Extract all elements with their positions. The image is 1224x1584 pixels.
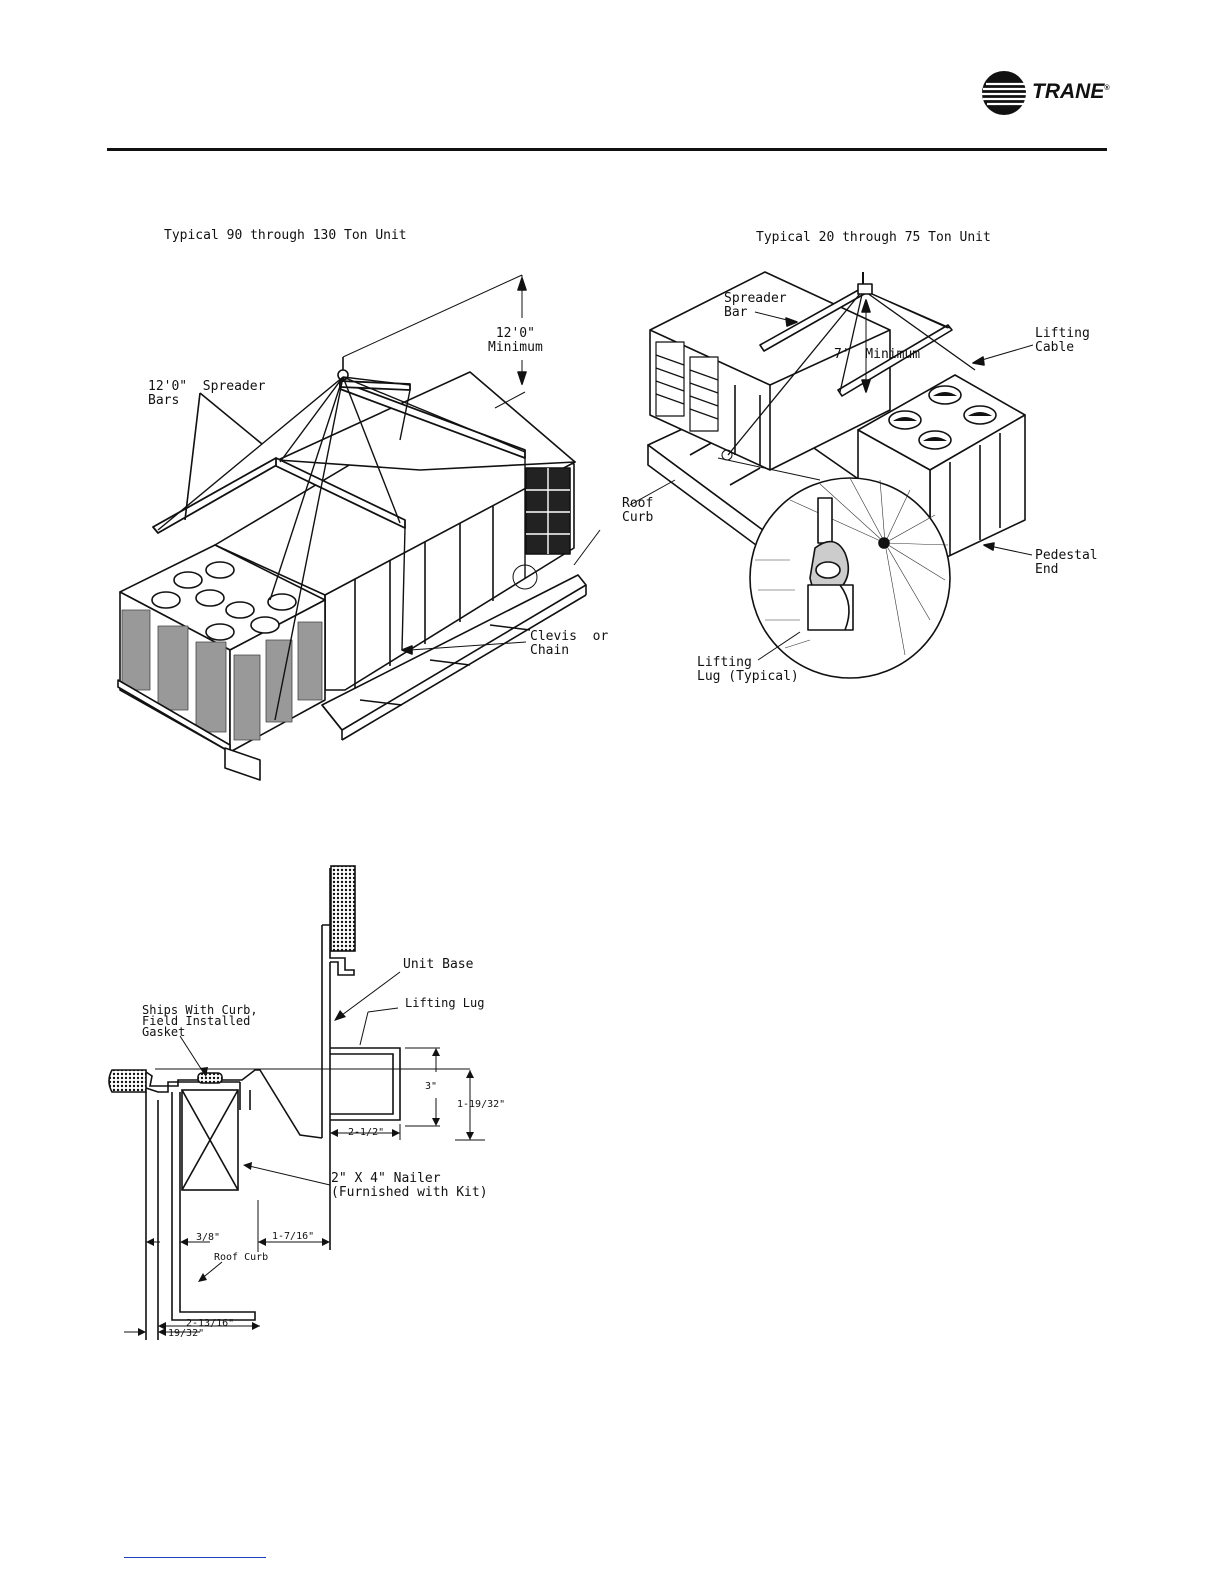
label-lifting-lug: Lifting Lug	[405, 996, 485, 1010]
label-lifting-lug-typical: Lifting Lug (Typical)	[697, 655, 799, 684]
label-lifting-cable: Lifting Cable	[1035, 326, 1090, 355]
brand-name: TRANE®	[1032, 80, 1110, 103]
dim-19-32: 19/32"	[168, 1328, 205, 1339]
dim-1-19-32: 1-19/32"	[457, 1099, 506, 1110]
label-nailer: 2" X 4" Nailer (Furnished with Kit)	[331, 1171, 488, 1200]
header-rule	[107, 148, 1107, 151]
label-12-minimum: 12'0" Minimum	[488, 326, 543, 355]
label-clevis-chain: Clevis or Chain	[530, 629, 609, 658]
label-7-minimum: 7' Minimum	[834, 347, 921, 362]
trane-logo-icon	[982, 71, 1028, 115]
rigging-illustration	[117, 271, 1034, 781]
dim-2-13-16: 2-13/16"	[186, 1318, 235, 1329]
label-ships-with-curb: Ships With Curb, Field Installed Gasket	[142, 1003, 258, 1039]
label-unit-base: Unit Base	[403, 957, 474, 972]
label-roof-curb-top: Roof Curb	[622, 496, 654, 525]
left-unit-caption: Typical 90 through 130 Ton Unit	[164, 228, 407, 243]
footer-link-line	[124, 1557, 266, 1558]
label-spreader-bar: Spreader Bar	[724, 291, 787, 320]
right-unit-caption: Typical 20 through 75 Ton Unit	[756, 230, 991, 245]
dim-3: 3"	[425, 1081, 438, 1092]
dim-3-8: 3/8"	[196, 1232, 221, 1243]
label-spreader-bars: 12'0" Spreader Bars	[148, 379, 266, 408]
label-pedestal-end: Pedestal End	[1035, 548, 1098, 577]
dim-1-7-16: 1-7/16"	[272, 1231, 315, 1242]
label-roof-curb: Roof Curb	[214, 1252, 269, 1263]
dim-2-1-2: 2-1/2"	[348, 1127, 385, 1138]
